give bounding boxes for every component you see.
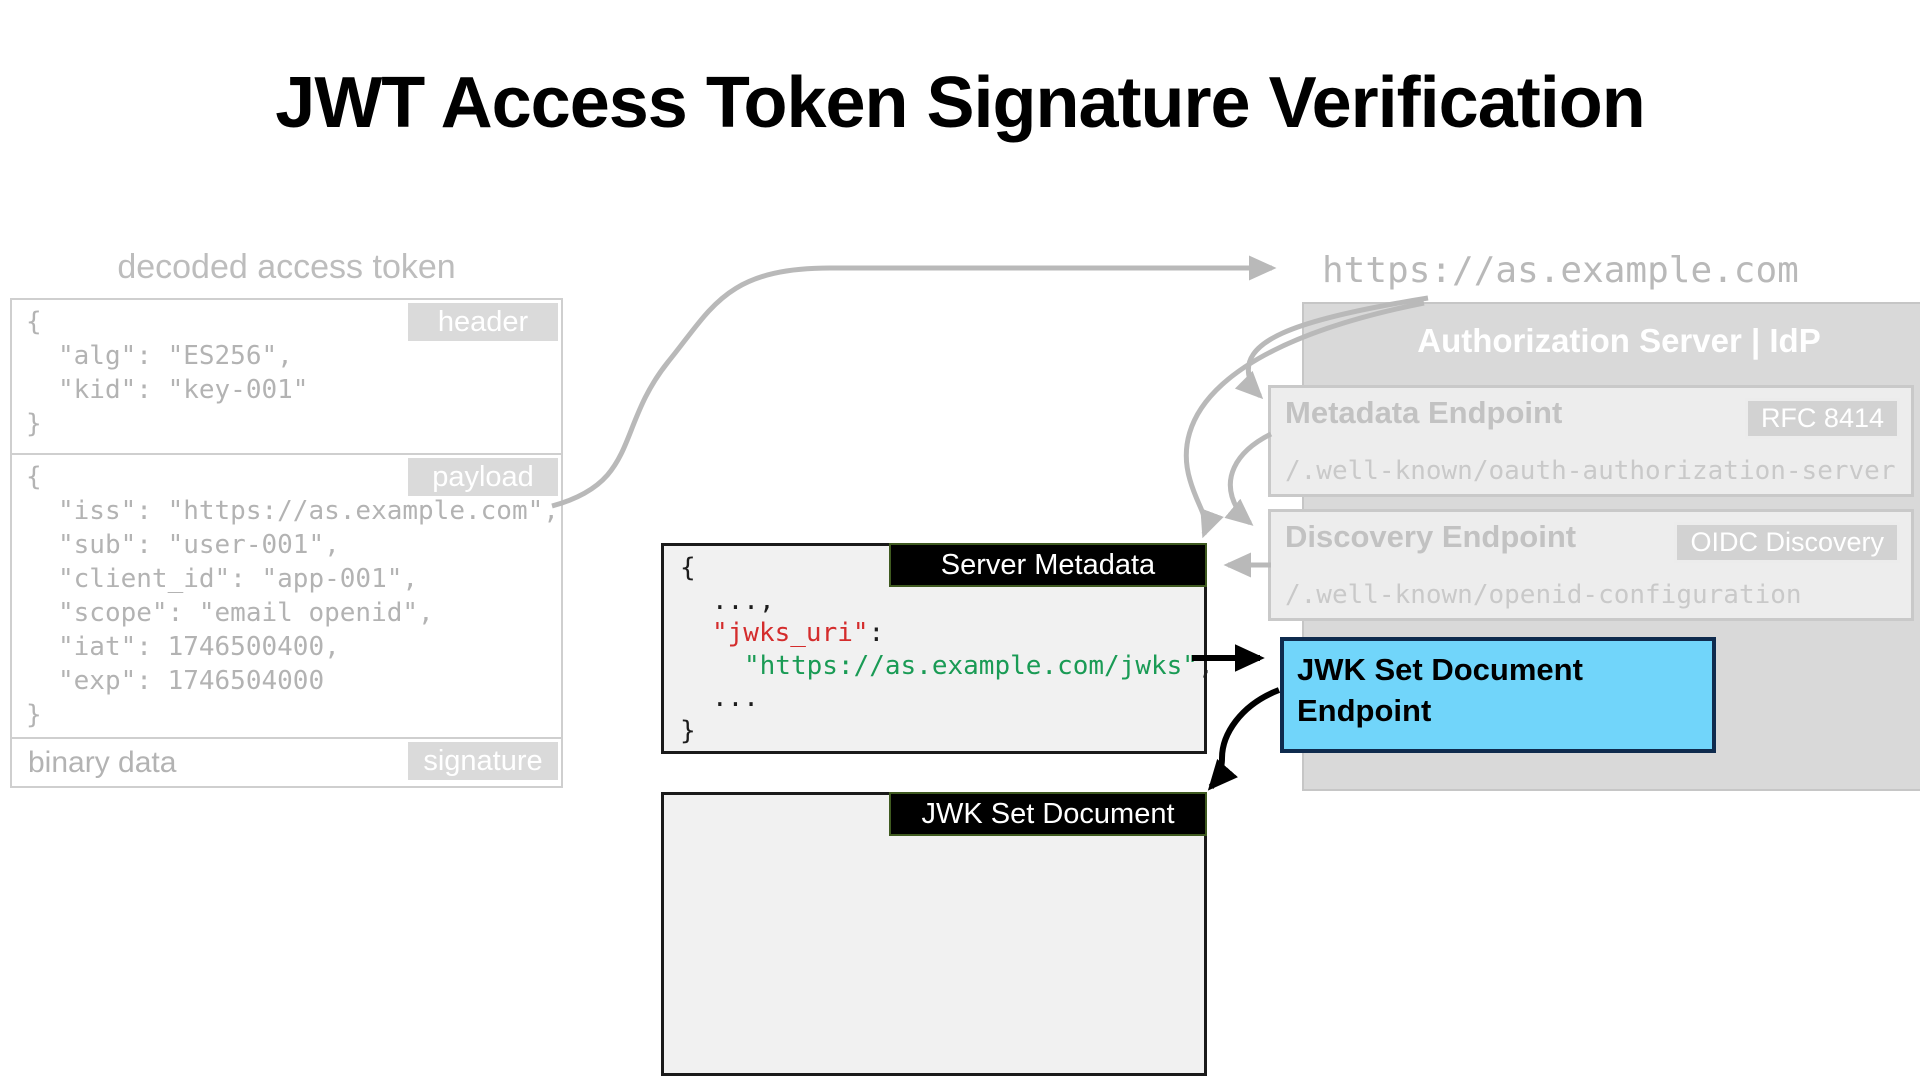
decoded-access-token-box: header { "alg": "ES256", "kid": "key-001… <box>10 298 563 788</box>
token-header-code: { "alg": "ES256", "kid": "key-001" } <box>12 300 561 441</box>
code-line: "alg": "ES256", <box>58 341 293 371</box>
discovery-endpoint-title: Discovery Endpoint <box>1285 519 1577 554</box>
arrow-iss-to-issuer-url <box>551 255 1277 509</box>
binary-data-label: binary data <box>28 745 177 779</box>
page-title: JWT Access Token Signature Verification <box>275 63 1645 143</box>
code-line: "iss": "https://as.example.com", <box>58 496 559 526</box>
metadata-endpoint-title: Metadata Endpoint <box>1285 395 1563 430</box>
jwk-set-document-box: JWK Set Document <box>661 792 1207 1076</box>
issuer-url: https://as.example.com <box>1322 250 1799 291</box>
code-line: { <box>26 307 42 337</box>
server-metadata-code: { ..., "jwks_uri": "https://as.example.c… <box>664 546 1214 747</box>
header-badge: header <box>408 303 558 341</box>
code-line: "client_id": "app-001", <box>58 564 419 594</box>
jwks-uri-value: "https://as.example.com/jwks" <box>744 650 1198 681</box>
code-line: "sub": "user-001", <box>58 530 340 560</box>
code-line: { <box>680 553 696 583</box>
server-metadata-label: Server Metadata <box>889 543 1207 587</box>
signature-badge: signature <box>408 742 558 780</box>
metadata-endpoint-path: /.well-known/oauth-authorization-server <box>1285 456 1896 486</box>
authorization-server-title: Authorization Server | IdP <box>1417 322 1821 359</box>
arrow-jwks-endpoint-to-jwk-set-document <box>1207 687 1281 791</box>
token-payload-code: { "iss": "https://as.example.com", "sub"… <box>12 455 561 732</box>
jwk-set-document-label: JWK Set Document <box>889 792 1207 836</box>
code-line: } <box>26 409 42 439</box>
code-line: "iat": 1746500400, <box>58 632 340 662</box>
token-header-section: header { "alg": "ES256", "kid": "key-001… <box>12 300 561 453</box>
code-line: } <box>26 700 42 730</box>
metadata-endpoint-box: Metadata Endpoint RFC 8414 /.well-known/… <box>1268 385 1914 497</box>
code-line: ..., <box>712 585 775 616</box>
colon: : <box>868 618 885 648</box>
code-line: "kid": "key-001" <box>58 375 309 405</box>
rfc-8414-badge: RFC 8414 <box>1744 398 1900 439</box>
server-metadata-box: Server Metadata { ..., "jwks_uri": "http… <box>661 543 1214 754</box>
discovery-endpoint-box: Discovery Endpoint OIDC Discovery /.well… <box>1268 509 1914 621</box>
code-line: } <box>680 715 696 746</box>
oidc-discovery-badge: OIDC Discovery <box>1674 522 1900 563</box>
code-line: ... <box>712 683 759 713</box>
arrow-url-to-discovery-endpoint <box>1224 431 1273 526</box>
code-line-jwks-url: "https://as.example.com/jwks", <box>680 650 1214 683</box>
token-payload-section: payload { "iss": "https://as.example.com… <box>12 453 561 737</box>
code-line: "exp": 1746504000 <box>58 666 325 696</box>
code-line: { <box>26 462 42 492</box>
payload-badge: payload <box>408 458 558 496</box>
code-line-jwks-key: "jwks_uri": <box>680 617 1204 650</box>
token-signature-section: binary data signature <box>12 737 561 786</box>
comma: , <box>1197 650 1214 681</box>
discovery-endpoint-path: /.well-known/openid-configuration <box>1285 580 1802 610</box>
decoded-access-token-caption: decoded access token <box>117 248 456 286</box>
jwks-uri-key: "jwks_uri" <box>712 618 869 648</box>
code-line: "scope": "email openid", <box>58 598 434 628</box>
jwk-set-document-endpoint-box: JWK Set Document Endpoint <box>1280 637 1716 753</box>
